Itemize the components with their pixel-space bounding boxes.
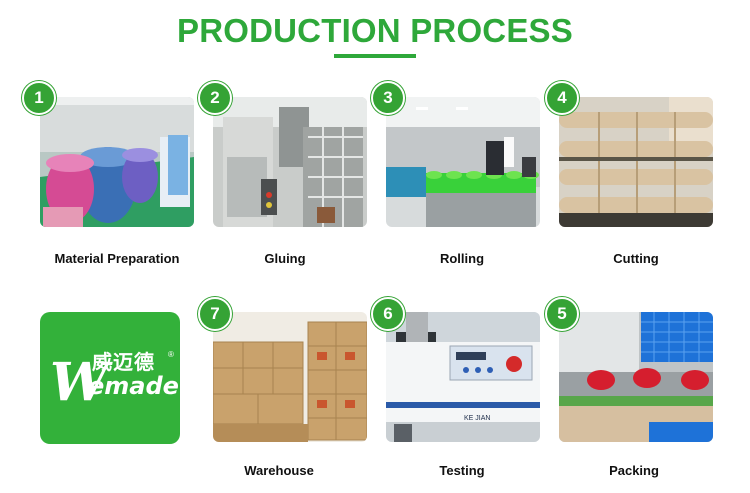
step-number-badge: 2 (198, 81, 232, 115)
step-label: Packing (609, 463, 659, 478)
photo-packing (559, 312, 713, 442)
photo-rolling (386, 97, 540, 227)
step-number-badge: 3 (371, 81, 405, 115)
step-number-badge: 7 (198, 297, 232, 331)
photo-gluing (213, 97, 367, 227)
photo-material-preparation (40, 97, 194, 227)
logo-initial: W (50, 352, 109, 413)
logo-cjk-name: 威迈德 (92, 352, 155, 374)
step-label: Gluing (264, 251, 306, 266)
step-label: Testing (439, 463, 485, 478)
photo-cutting (559, 97, 713, 227)
page-title: PRODUCTION PROCESS (177, 12, 573, 49)
logo-wordmark: emade (88, 372, 179, 400)
machine-brand-text: KE JIAN (464, 415, 490, 422)
step-number-badge: 5 (545, 297, 579, 331)
step-number-badge: 6 (371, 297, 405, 331)
brand-logo: 威迈德 ® W emade (40, 312, 180, 444)
registered-mark: ® (168, 350, 174, 359)
step-number-badge: 4 (545, 81, 579, 115)
step-number-badge: 1 (22, 81, 56, 115)
step-label: Cutting (613, 251, 659, 266)
photo-warehouse (213, 312, 367, 442)
title-underline (334, 54, 416, 58)
step-label: Rolling (439, 251, 485, 266)
photo-testing: KE JIAN (386, 312, 540, 442)
step-label: Warehouse (244, 463, 314, 478)
step-label: Material Preparation (54, 251, 180, 266)
